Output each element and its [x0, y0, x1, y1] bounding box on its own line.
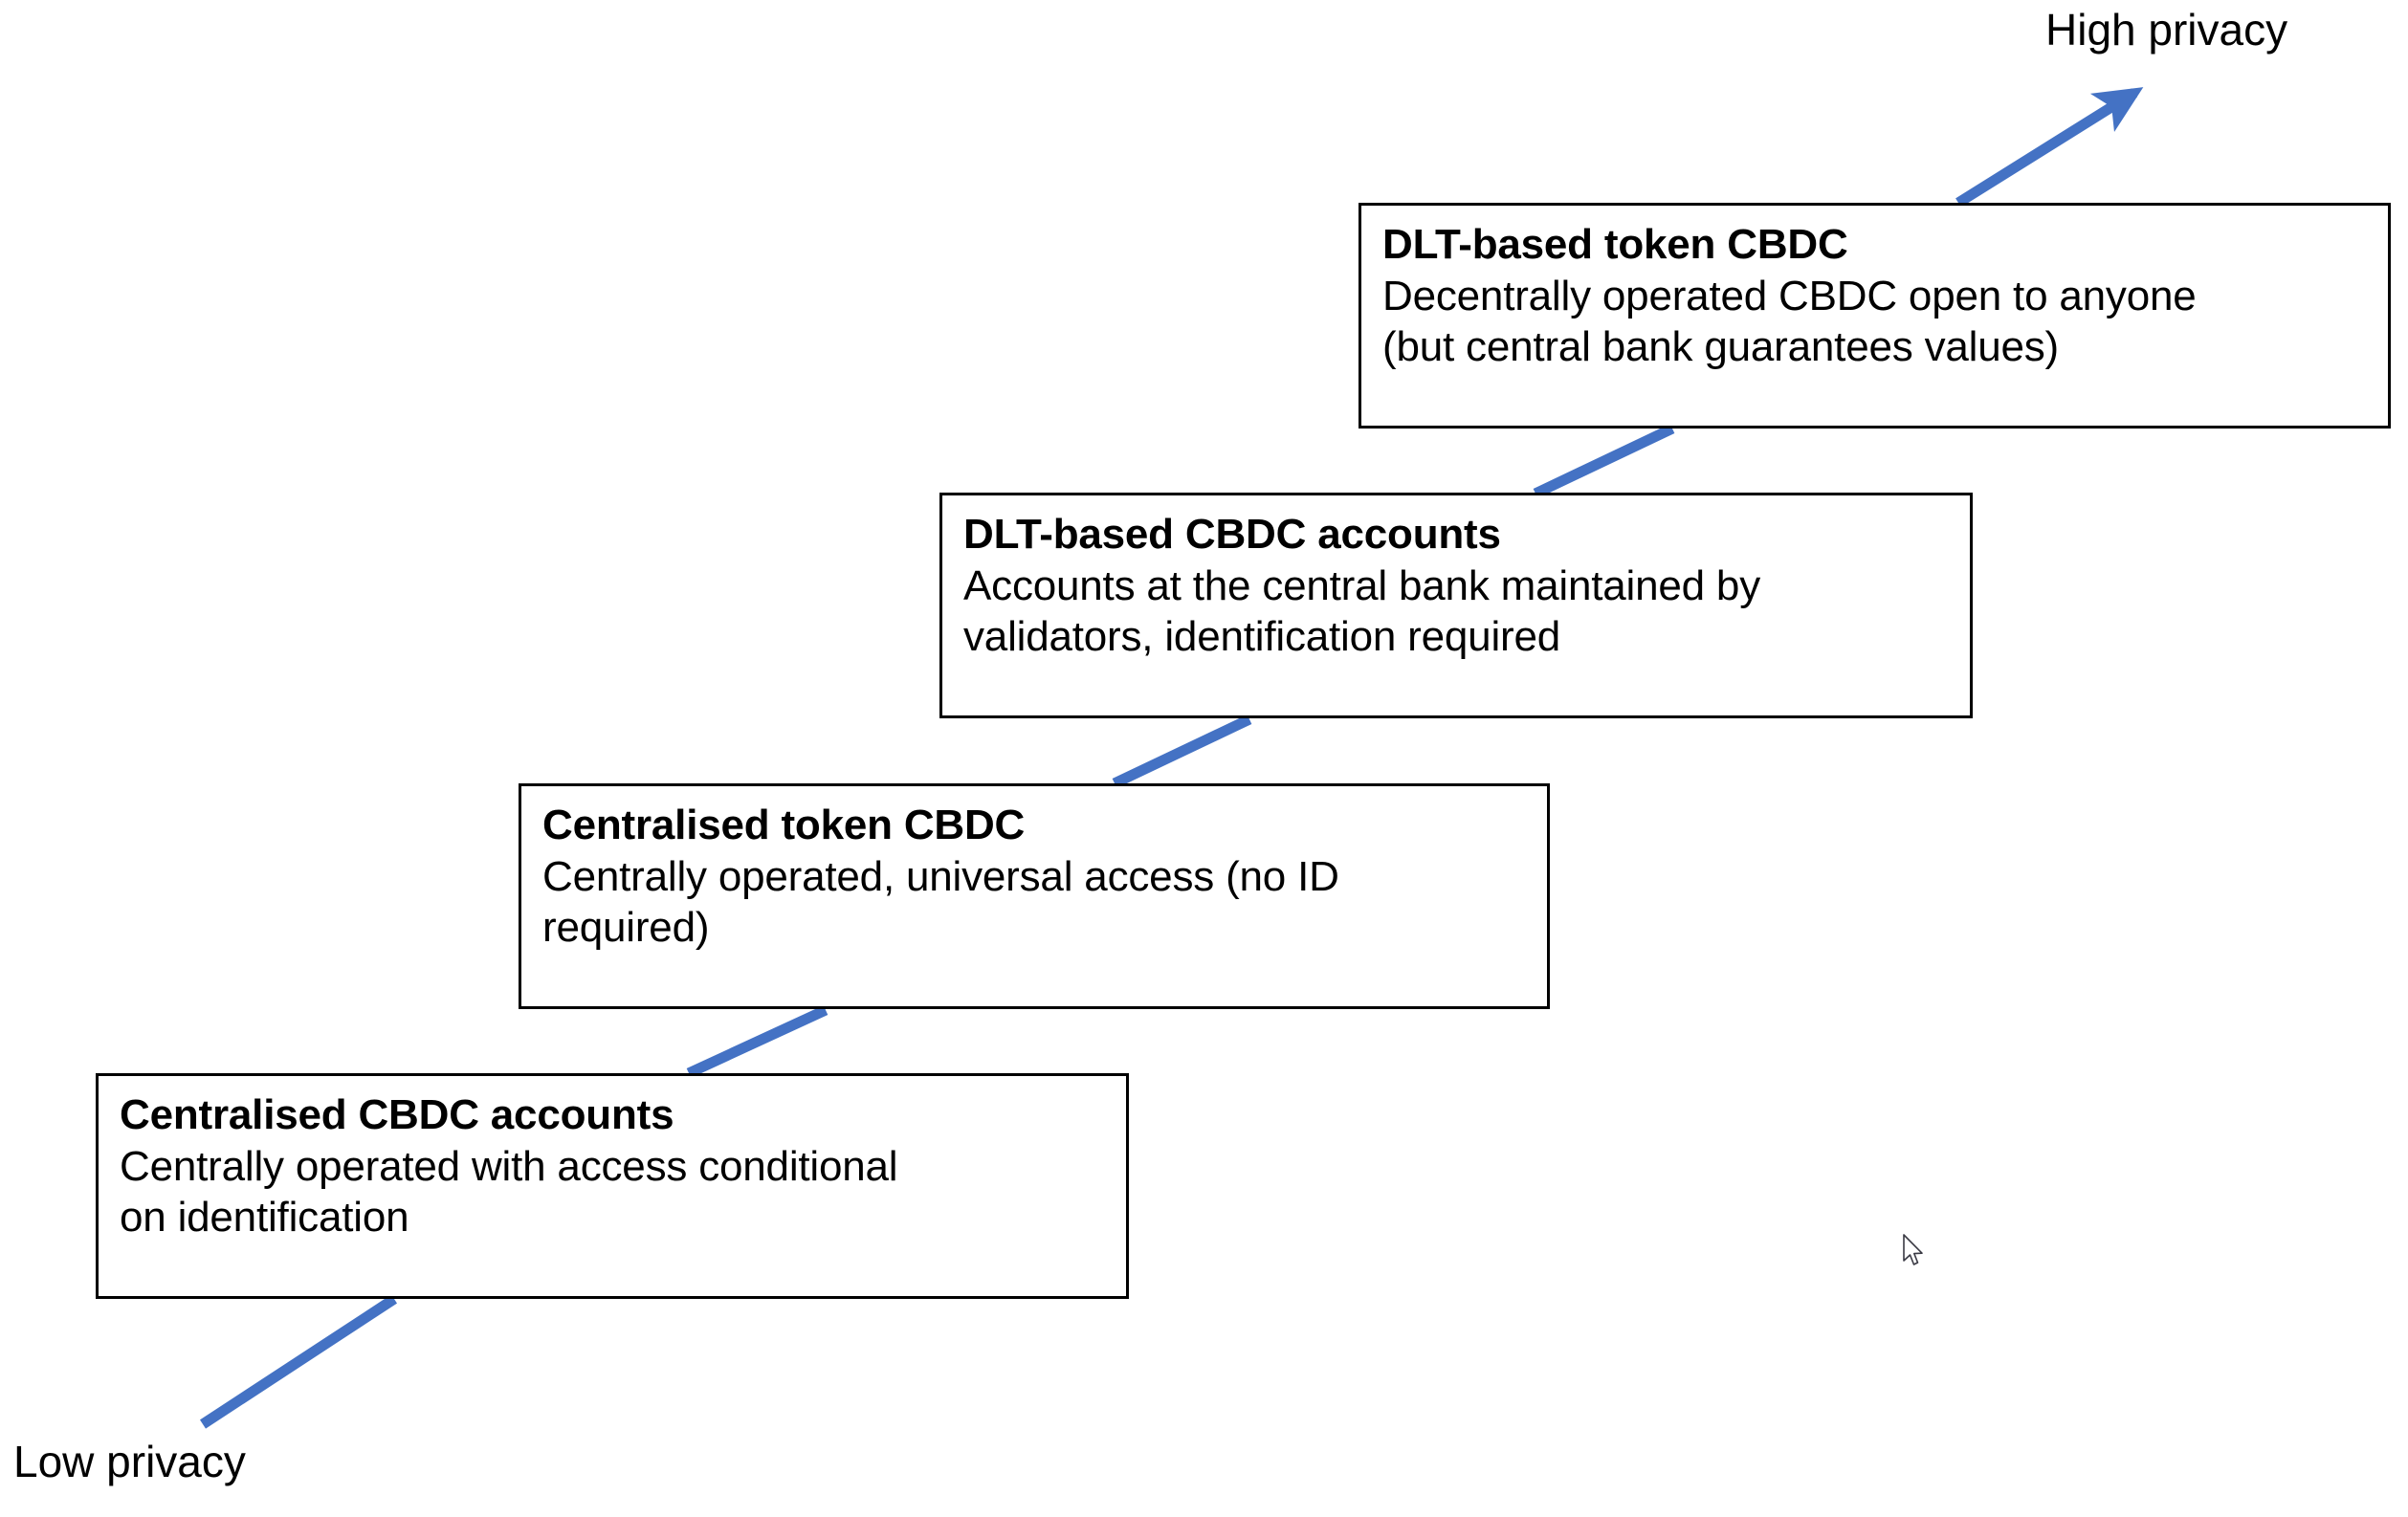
node-description-line-1: Centrally operated, universal access (no… [542, 852, 1339, 900]
node-description-line-2: validators, identification required [963, 613, 1561, 661]
node-description-line-2: (but central bank guarantees values) [1382, 323, 2060, 371]
node-title: Centralised token CBDC [542, 802, 1026, 848]
node-centralised-cbdc-accounts[interactable]: Centralised CBDC accounts Centrally oper… [96, 1073, 1129, 1299]
node-dlt-token-cbdc[interactable]: DLT-based token CBDC Decentrally operate… [1359, 203, 2391, 429]
node-description-line-1: Accounts at the central bank maintained … [963, 561, 1760, 609]
node-title: DLT-based token CBDC [1382, 221, 1848, 268]
connector-segment-4 [1533, 424, 1675, 498]
connector-segment-1 [199, 1294, 398, 1429]
connector-segment-3 [1112, 715, 1252, 788]
node-description-line-1: Decentrally operated CBDC open to anyone [1382, 272, 2197, 319]
high-privacy-label: High privacy [2045, 5, 2288, 55]
connector-segment-5 [1955, 87, 2144, 208]
node-description-line-2: required) [542, 904, 710, 952]
mouse-pointer-icon [1903, 1234, 1923, 1265]
node-dlt-cbdc-accounts[interactable]: DLT-based CBDC accounts Accounts at the … [939, 493, 1973, 718]
node-title: Centralised CBDC accounts [120, 1091, 674, 1138]
node-description-line-2: on identification [120, 1194, 409, 1242]
connector-segment-2 [686, 1005, 828, 1078]
node-description-line-1: Centrally operated with access condition… [120, 1142, 898, 1190]
low-privacy-label: Low privacy [13, 1437, 246, 1486]
node-centralised-token-cbdc[interactable]: Centralised token CBDC Centrally operate… [519, 783, 1550, 1009]
node-title: DLT-based CBDC accounts [963, 511, 1501, 558]
